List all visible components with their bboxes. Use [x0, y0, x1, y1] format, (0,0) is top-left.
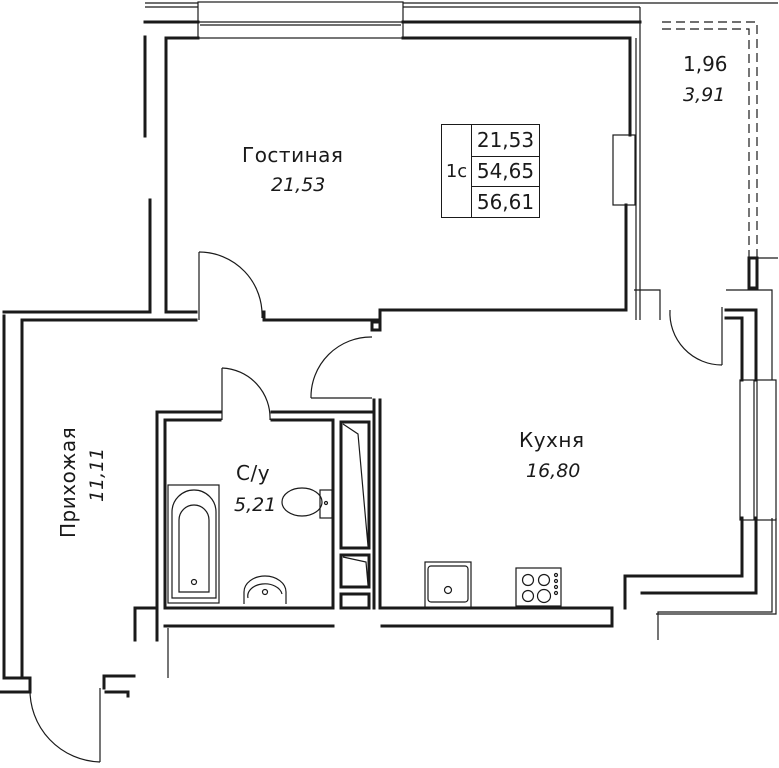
hallway-area: 11,11 [86, 447, 108, 502]
total-area-with-balcony-value: 56,61 [472, 186, 539, 217]
kitchen-sink-icon [424, 561, 472, 609]
kitchen-walls [380, 516, 777, 640]
balcony-area-full: 3,91 [683, 84, 726, 106]
kitchen-name: Кухня [519, 428, 585, 452]
bathroom-area: 5,21 [234, 494, 277, 516]
bathtub-icon [167, 484, 220, 604]
ventilation-shaft [339, 420, 371, 610]
area-summary-table: 1с 21,53 54,65 56,61 [441, 124, 540, 218]
living-room-area: 21,53 [271, 174, 326, 196]
stove-icon [515, 567, 562, 607]
kitchen-area: 16,80 [526, 460, 581, 482]
bathroom-walls [133, 410, 374, 678]
washbasin-icon [243, 575, 287, 604]
entrance-door [29, 674, 136, 763]
living-room-window [143, 1, 642, 39]
living-room-door [198, 251, 263, 320]
bathroom-door [221, 367, 271, 421]
kitchen-window [724, 289, 777, 521]
bathroom-name: С/у [236, 461, 271, 485]
living-area-value: 21,53 [476, 128, 535, 153]
total-area-value: 54,65 [472, 155, 539, 187]
balcony-door [669, 307, 723, 366]
balcony-area-reduced: 1,96 [683, 52, 728, 76]
toilet-icon [281, 487, 333, 519]
apartment-type: 1с [442, 125, 472, 217]
balcony [634, 2, 778, 320]
living-room-walls [143, 7, 641, 322]
kitchen-door [310, 320, 382, 610]
living-room-name: Гостиная [242, 143, 344, 167]
hallway-name: Прихожая [56, 426, 80, 538]
hallway-walls [0, 310, 198, 694]
